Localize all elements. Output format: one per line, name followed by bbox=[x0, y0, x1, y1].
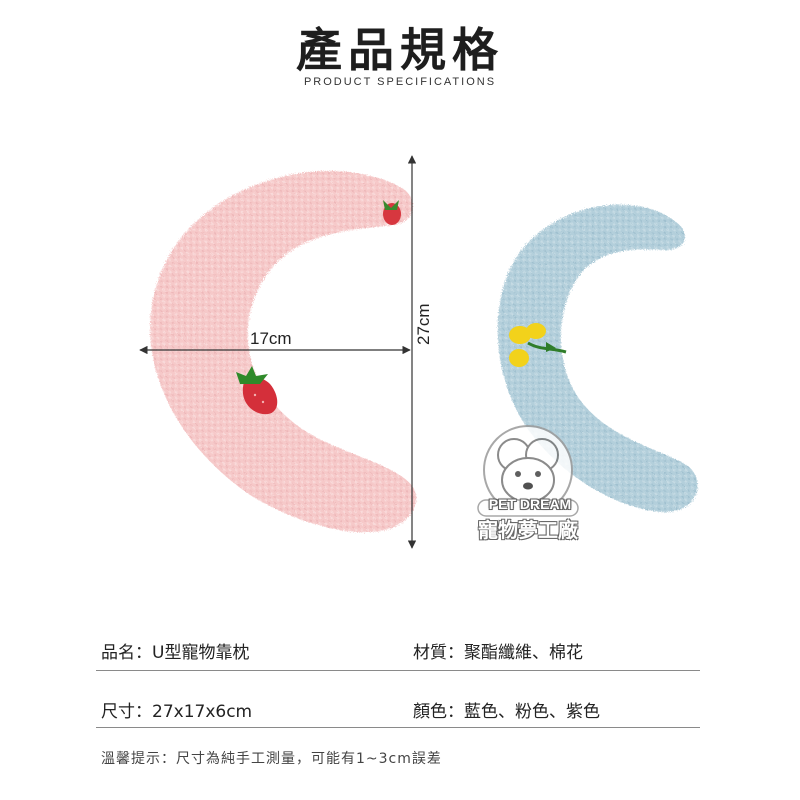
cherry-icon bbox=[509, 323, 567, 367]
spec-material-value: 聚酯纖維、棉花 bbox=[464, 643, 583, 663]
page-subtitle: PRODUCT SPECIFICATIONS bbox=[303, 76, 497, 88]
spec-color-value: 藍色、粉色、紫色 bbox=[464, 702, 600, 722]
spec-size: 尺寸：27x17x6cm bbox=[101, 697, 252, 722]
spec-name-value: U型寵物靠枕 bbox=[152, 643, 250, 663]
divider bbox=[96, 727, 700, 728]
spec-size-key: 尺寸： bbox=[101, 702, 152, 722]
strawberry-top-icon bbox=[383, 200, 401, 225]
spec-material-key: 材質： bbox=[413, 643, 464, 663]
spec-material: 材質：聚酯纖維、棉花 bbox=[413, 638, 583, 663]
spec-color: 顏色：藍色、粉色、紫色 bbox=[413, 697, 600, 722]
measurement-note: 溫馨提示：尺寸為純手工測量，可能有1~3cm誤差 bbox=[101, 751, 442, 767]
height-label: 27cm bbox=[414, 303, 433, 345]
spec-color-key: 顏色： bbox=[413, 702, 464, 722]
spec-name: 品名：U型寵物靠枕 bbox=[101, 638, 249, 663]
watermark-en: PET DREAM bbox=[488, 496, 572, 512]
strawberry-icon bbox=[236, 366, 278, 415]
page-title: 產品規格 bbox=[296, 23, 504, 77]
spec-name-key: 品名： bbox=[101, 643, 152, 663]
watermark-zh: 寵物夢工廠 bbox=[478, 518, 578, 542]
product-illustration bbox=[139, 155, 698, 549]
divider bbox=[96, 670, 700, 671]
spec-size-value: 27x17x6cm bbox=[152, 702, 253, 722]
width-label: 17cm bbox=[250, 329, 292, 348]
pet-dream-logo bbox=[477, 425, 579, 517]
pink-pillow bbox=[150, 171, 417, 533]
